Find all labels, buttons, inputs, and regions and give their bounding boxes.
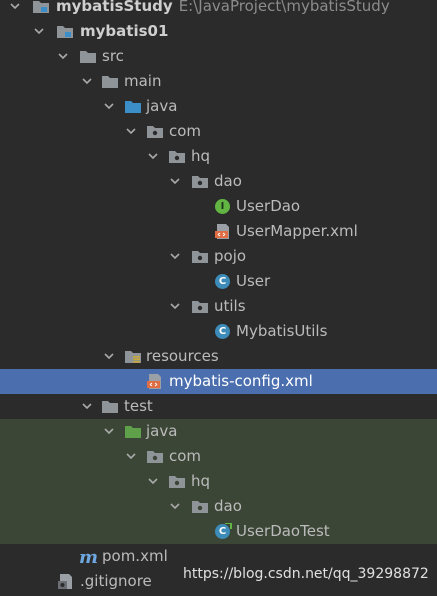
interface-icon: I	[214, 198, 232, 215]
tree-row-user[interactable]: C User	[0, 269, 437, 294]
tree-row-pom[interactable]: m pom.xml	[0, 544, 437, 569]
chevron-down-icon[interactable]	[124, 444, 138, 469]
tree-row-utils[interactable]: utils	[0, 294, 437, 319]
main-label: main	[124, 72, 162, 90]
dao-main-label: dao	[214, 172, 242, 190]
chevron-down-icon[interactable]	[102, 344, 116, 369]
class-icon: C	[214, 323, 232, 340]
resources-label: resources	[146, 347, 219, 365]
pojo-label: pojo	[214, 247, 247, 265]
userdaotest-label: UserDaoTest	[236, 522, 330, 540]
package-icon	[191, 248, 209, 265]
package-icon	[168, 473, 186, 490]
xml-file-icon	[146, 373, 164, 390]
com-main-label: com	[169, 122, 202, 140]
tree-row-src[interactable]: src	[0, 44, 437, 69]
package-icon	[146, 123, 164, 140]
user-label: User	[236, 272, 271, 290]
tree-row-test[interactable]: test	[0, 394, 437, 419]
hq-test-label: hq	[191, 472, 211, 490]
tree-row-pojo[interactable]: pojo	[0, 244, 437, 269]
com-test-label: com	[169, 447, 202, 465]
java-main-label: java	[146, 97, 178, 115]
package-icon	[146, 448, 164, 465]
xml-file-icon	[214, 223, 232, 240]
userdao-label: UserDao	[236, 197, 301, 215]
tree-row-main[interactable]: main	[0, 69, 437, 94]
folder-icon	[101, 73, 119, 90]
tree-row-module[interactable]: mybatis01	[0, 19, 437, 44]
chevron-down-icon[interactable]	[8, 0, 22, 19]
gitignore-file-icon	[57, 573, 75, 590]
test-label: test	[124, 397, 153, 415]
tree-row-hq-main[interactable]: hq	[0, 144, 437, 169]
tree-row-com-test[interactable]: com	[0, 444, 437, 469]
module-label: mybatis01	[80, 22, 169, 40]
chevron-down-icon[interactable]	[168, 294, 182, 319]
src-label: src	[102, 47, 124, 65]
usermapper-label: UserMapper.xml	[236, 222, 358, 240]
tree-row-java-test[interactable]: java	[0, 419, 437, 444]
dao-test-label: dao	[214, 497, 242, 515]
chevron-down-icon[interactable]	[102, 419, 116, 444]
tree-row-usermapper[interactable]: UserMapper.xml	[0, 219, 437, 244]
chevron-down-icon[interactable]	[80, 69, 94, 94]
tree-row-dao-test[interactable]: dao	[0, 494, 437, 519]
java-test-label: java	[146, 422, 178, 440]
tree-row-resources[interactable]: resources	[0, 344, 437, 369]
utils-label: utils	[214, 297, 246, 315]
project-path: E:\JavaProject\mybatisStudy	[178, 0, 390, 15]
chevron-down-icon[interactable]	[102, 94, 116, 119]
tree-row-mybatisutils[interactable]: C MybatisUtils	[0, 319, 437, 344]
tree-row-dao-main[interactable]: dao	[0, 169, 437, 194]
tree-row-userdao[interactable]: I UserDao	[0, 194, 437, 219]
package-icon	[191, 498, 209, 515]
chevron-down-icon[interactable]	[168, 169, 182, 194]
module-folder-icon	[32, 0, 50, 15]
chevron-down-icon[interactable]	[168, 494, 182, 519]
chevron-down-icon[interactable]	[80, 394, 94, 419]
chevron-down-icon[interactable]	[146, 144, 160, 169]
source-folder-icon	[124, 98, 142, 115]
chevron-down-icon[interactable]	[56, 44, 70, 69]
gitignore-label: .gitignore	[80, 572, 152, 590]
resources-folder-icon	[124, 348, 142, 365]
tree-row-userdaotest[interactable]: C UserDaoTest	[0, 519, 437, 544]
chevron-down-icon[interactable]	[124, 119, 138, 144]
package-icon	[191, 298, 209, 315]
module-folder-icon	[56, 23, 74, 40]
watermark-text: https://blog.csdn.net/qq_39298872	[183, 566, 429, 582]
chevron-down-icon[interactable]	[168, 244, 182, 269]
tree-row-java-main[interactable]: java	[0, 94, 437, 119]
chevron-down-icon[interactable]	[32, 19, 46, 44]
chevron-down-icon[interactable]	[146, 469, 160, 494]
folder-icon	[79, 48, 97, 65]
pom-label: pom.xml	[102, 547, 168, 565]
tree-row-com-main[interactable]: com	[0, 119, 437, 144]
package-icon	[191, 173, 209, 190]
tree-row-hq-test[interactable]: hq	[0, 469, 437, 494]
folder-icon	[101, 398, 119, 415]
class-icon: C	[214, 273, 232, 290]
tree-row-mybatis-config[interactable]: mybatis-config.xml	[0, 369, 437, 394]
test-class-icon: C	[214, 523, 232, 540]
package-icon	[168, 148, 186, 165]
mybatisutils-label: MybatisUtils	[236, 322, 328, 340]
tree-row-gitignore[interactable]: .gitignore	[0, 569, 437, 594]
hq-main-label: hq	[191, 147, 211, 165]
maven-icon: m	[79, 547, 99, 568]
test-source-folder-icon	[124, 423, 142, 440]
mybatis-config-label: mybatis-config.xml	[169, 372, 313, 390]
